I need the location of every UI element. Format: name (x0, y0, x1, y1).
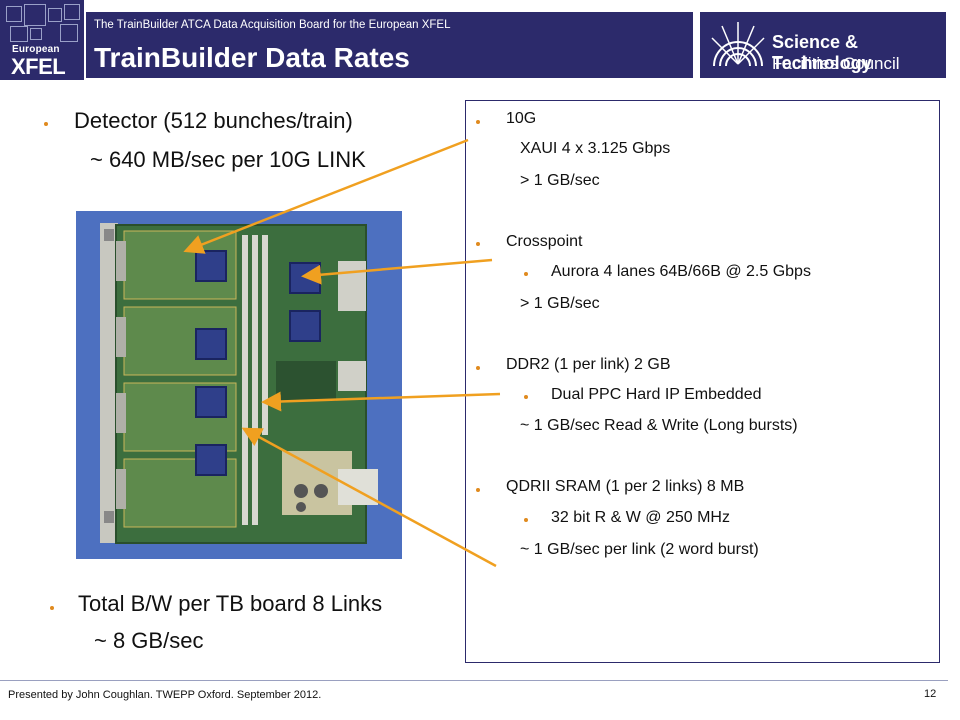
partner-line1: Science & Technology (772, 32, 872, 73)
spec-aurora: Aurora 4 lanes 64B/66B @ 2.5 Gbps (551, 263, 811, 280)
bullet-dot (476, 242, 480, 246)
spec-qdr-bus: 32 bit R & W @ 250 MHz (551, 509, 730, 526)
spec-crosspoint-rate: > 1 GB/sec (520, 295, 600, 312)
detector-text: Detector (512 bunches/train) (74, 108, 353, 133)
board-photo (76, 211, 402, 559)
link-rate-text: ~ 640 MB/sec per 10G LINK (90, 147, 366, 172)
bullet-dot (476, 488, 480, 492)
spec-xaui: XAUI 4 x 3.125 Gbps (520, 140, 671, 157)
total-bw-text: Total B/W per TB board 8 Links (78, 591, 383, 616)
bullet-dot (44, 122, 48, 126)
spec-box (465, 100, 940, 663)
logo-line1: European (12, 44, 60, 55)
bullet-dot (476, 120, 480, 124)
bullet-dot (524, 395, 528, 399)
spec-ddr2: DDR2 (1 per link) 2 GB (506, 356, 671, 373)
bullet-dot (524, 518, 528, 522)
sunburst-icon (711, 22, 765, 67)
spec-10g-rate: > 1 GB/sec (520, 172, 600, 189)
spec-crosspoint: Crosspoint (506, 233, 583, 250)
bullet-dot (524, 272, 528, 276)
xfel-logo: European XFEL (0, 0, 84, 80)
stfc-logo: Science & Technology Facilities Council (700, 12, 946, 78)
slide-title: TrainBuilder Data Rates (94, 42, 410, 73)
spec-qdr: QDRII SRAM (1 per 2 links) 8 MB (506, 478, 745, 495)
partner-line2: Facilities Council (772, 54, 900, 73)
board-illustration (76, 211, 402, 559)
bullet-dot (476, 366, 480, 370)
spec-qdr-rate: ~ 1 GB/sec per link (2 word burst) (520, 541, 759, 558)
title-bar: The TrainBuilder ATCA Data Acquisition B… (86, 12, 693, 78)
bullet-dot (50, 606, 54, 610)
footer-divider (0, 680, 948, 681)
total-rate-text: ~ 8 GB/sec (94, 628, 204, 653)
spec-ddr2-rate: ~ 1 GB/sec Read & Write (Long bursts) (520, 417, 798, 434)
logo-line2: XFEL (11, 54, 66, 79)
spec-10g: 10G (506, 110, 537, 127)
page-number: 12 (924, 688, 937, 700)
footer-presenter: Presented by John Coughlan. TWEPP Oxford… (8, 689, 322, 701)
spec-ppc: Dual PPC Hard IP Embedded (551, 386, 762, 403)
slide-subtitle: The TrainBuilder ATCA Data Acquisition B… (94, 19, 451, 31)
